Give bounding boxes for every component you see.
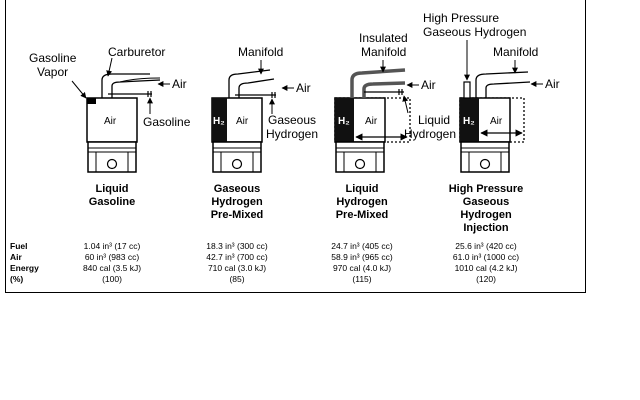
callout-gaseous: Gaseous [268,113,316,127]
row-label-air: Air [10,252,23,262]
stat-pct: (85) [229,274,244,284]
h2-label: H₂ [338,116,350,127]
caption-line-1: Liquid [96,183,129,195]
cylinder-label-air: Air [236,116,249,127]
callout-air: Air [545,77,560,91]
stats-row-labels: Fuel Air Energy (%) [10,241,39,284]
intake-pipe [228,69,271,98]
h2-block [212,98,227,142]
stats-liquid-gasoline: 1.04 in³ (17 cc) 60 in³ (983 cc) 840 cal… [83,241,141,284]
stat-fuel: 24.7 in³ (405 cc) [331,241,393,251]
callout-air: Air [296,81,311,95]
caption-line-2: Hydrogen [336,196,388,208]
stat-air: 58.9 in³ (965 cc) [331,252,393,262]
callout-liquid: Liquid [418,113,450,127]
row-label-energy: Energy [10,263,39,273]
stat-pct: (120) [476,274,496,284]
cylinder-label-air: Air [104,116,117,127]
callout-insulated: Insulated [359,31,408,45]
intake-pipe [475,71,529,98]
stat-air: 42.7 in³ (700 cc) [206,252,268,262]
callout-manifold: Manifold [493,45,538,59]
stats-high-pressure-injection: 25.6 in³ (420 cc) 61.0 in³ (1000 cc) 101… [453,241,519,284]
callout-hydrogen: Hydrogen [266,127,318,141]
stat-energy: 710 cal (3.0 kJ) [208,263,266,273]
caption-line-4: Injection [463,222,509,234]
stat-fuel: 25.6 in³ (420 cc) [455,241,517,251]
cylinder-label-air: Air [365,116,378,127]
stat-pct: (100) [102,274,122,284]
callout-gasoline-vapor-1: Gasoline [29,51,77,65]
callout-high-pressure: High Pressure [423,11,499,25]
crank-pin [354,158,366,170]
h2-label: H₂ [213,116,225,127]
callout-air: Air [172,77,187,91]
figure-frame [5,0,586,293]
crank-pin [106,158,118,170]
caption-line-3: Pre-Mixed [336,209,389,221]
callout-gaseous-hydrogen: Gaseous Hydrogen [423,25,526,39]
callout-carburetor: Carburetor [108,45,165,59]
callout-gasoline-vapor-2: Vapor [37,65,68,79]
injector [463,81,471,99]
callout-gasoline: Gasoline [143,115,191,129]
caption-line-1: Liquid [346,183,379,195]
stat-fuel: 1.04 in³ (17 cc) [84,241,141,251]
stat-energy: 970 cal (4.0 kJ) [333,263,391,273]
caption-line-1: High Pressure [449,183,524,195]
gasoline-vapor-block [87,98,96,104]
engine-liquid-gasoline: Gasoline Vapor Carburetor Air Gasoline A… [29,45,191,208]
stat-air: 61.0 in³ (1000 cc) [453,252,519,262]
stats-gaseous-hydrogen-premixed: 18.3 in³ (300 cc) 42.7 in³ (700 cc) 710 … [206,241,268,284]
callout-air: Air [421,78,436,92]
engine-liquid-hydrogen-premixed: Insulated Manifold Air Liquid Hydrogen H… [334,31,456,221]
h2-label: H₂ [463,116,475,127]
callout-manifold: Manifold [238,45,283,59]
crank-pin [231,158,243,170]
cylinder-label-air: Air [490,116,503,127]
caption-line-2: Gasoline [89,196,135,208]
caption-line-2: Hydrogen [211,196,263,208]
stat-pct: (115) [352,274,371,284]
row-label-pct: (%) [10,274,23,284]
h2-block [460,98,479,142]
caption-line-3: Hydrogen [460,209,512,221]
insulated-manifold [350,68,406,98]
crank-pin [479,158,491,170]
callout-manifold: Manifold [361,45,406,59]
stat-fuel: 18.3 in³ (300 cc) [206,241,268,251]
stat-air: 60 in³ (983 cc) [85,252,139,262]
row-label-fuel: Fuel [10,241,27,251]
h2-block [335,98,354,142]
caption-line-1: Gaseous [214,183,260,195]
stat-energy: 1010 cal (4.2 kJ) [455,263,518,273]
caption-line-2: Gaseous [463,196,509,208]
stats-liquid-hydrogen-premixed: 24.7 in³ (405 cc) 58.9 in³ (965 cc) 970 … [331,241,393,284]
engine-high-pressure-injection: High Pressure Gaseous Hydrogen Manifold … [423,11,560,234]
callout-hydrogen: Hydrogen [404,127,456,141]
caption-line-3: Pre-Mixed [211,209,264,221]
engine-gaseous-hydrogen-premixed: Manifold Air Gaseous Hydrogen H₂ Air Gas… [211,45,318,221]
stat-energy: 840 cal (3.5 kJ) [83,263,141,273]
